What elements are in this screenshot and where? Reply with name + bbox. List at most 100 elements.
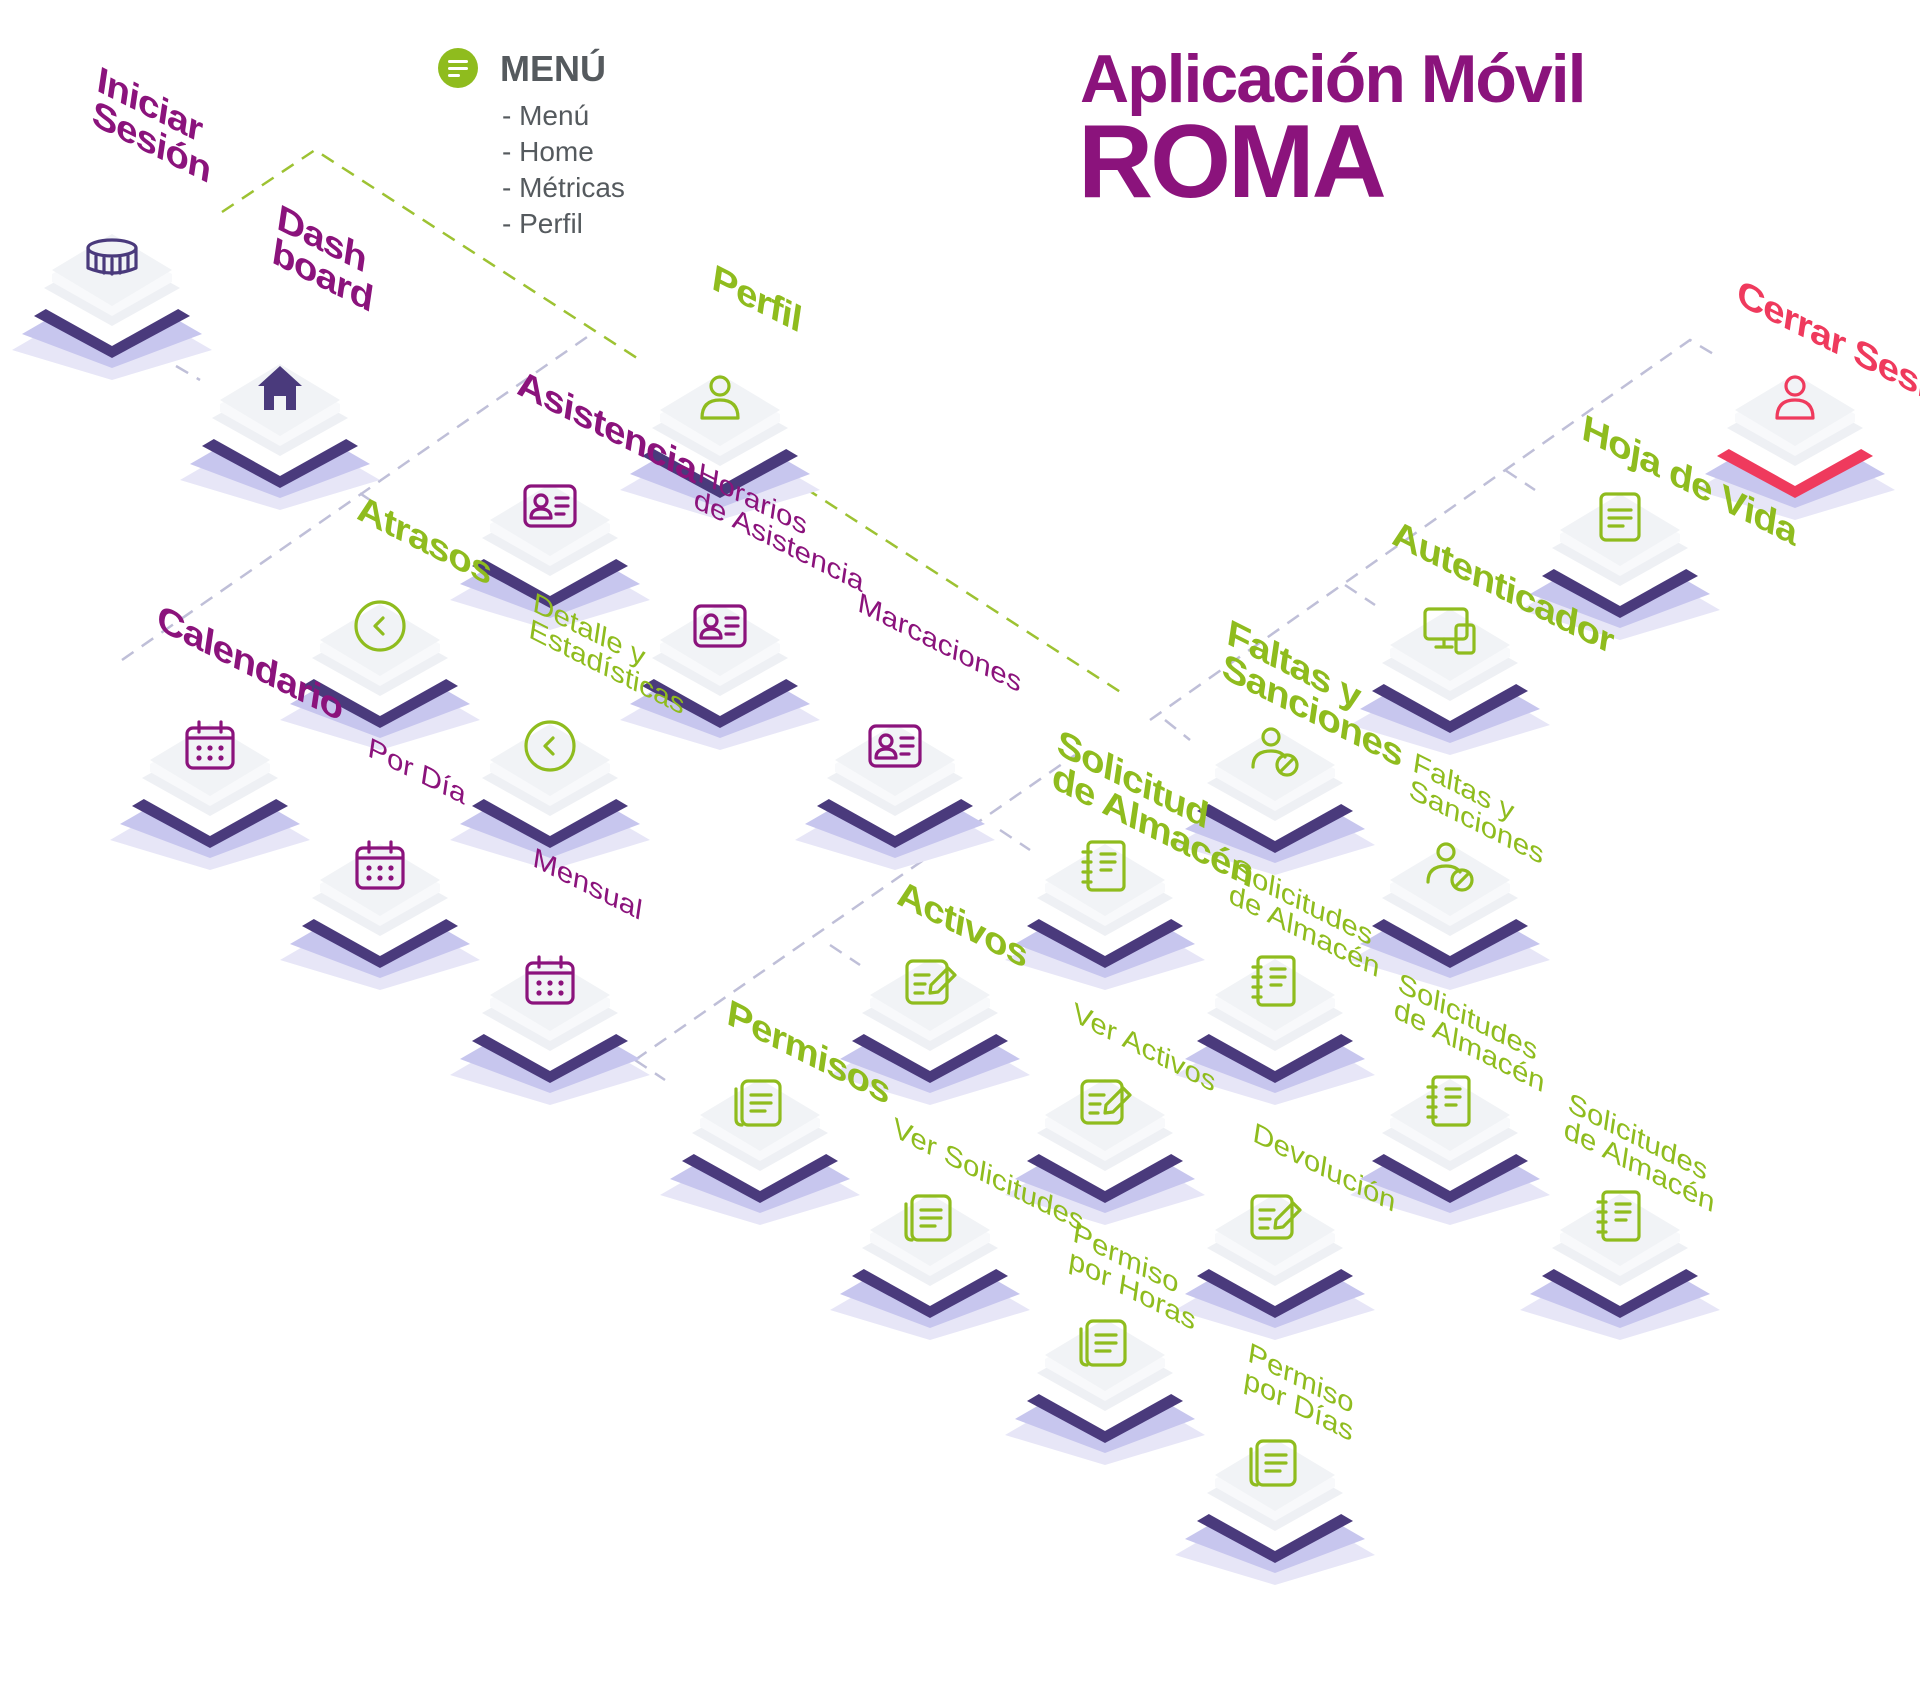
node-autenticador bbox=[1350, 605, 1550, 765]
node-tile bbox=[450, 480, 650, 635]
link-activos bbox=[829, 943, 861, 967]
perfil-path-line bbox=[784, 473, 1126, 697]
node-ver-activos bbox=[1005, 1075, 1205, 1235]
chevron-left-circle-icon bbox=[352, 598, 408, 654]
devices-icon bbox=[1422, 603, 1478, 659]
link-solicitud-sub bbox=[999, 828, 1031, 852]
node-tile bbox=[450, 720, 650, 875]
node-permiso-dias bbox=[1175, 1435, 1375, 1595]
node-tile bbox=[180, 360, 380, 515]
node-tile bbox=[1350, 1075, 1550, 1230]
link-hoja-vida bbox=[1504, 468, 1536, 492]
node-tile bbox=[1175, 955, 1375, 1110]
node-faltas-sanciones bbox=[1175, 725, 1375, 885]
link-autenticador bbox=[1344, 583, 1376, 607]
id-card-icon bbox=[867, 718, 923, 774]
menu-item-list: - Menú - Home - Métricas - Perfil bbox=[502, 98, 625, 242]
node-atrasos bbox=[280, 600, 480, 760]
node-calendario bbox=[110, 720, 310, 880]
app-title-line2: ROMA bbox=[1078, 104, 1387, 220]
document-icon bbox=[1592, 488, 1648, 544]
link-perfil-subtree bbox=[1149, 338, 1716, 722]
link-faltas bbox=[1164, 719, 1191, 741]
node-tile bbox=[280, 600, 480, 755]
user-icon bbox=[692, 368, 748, 424]
clipboard-icon bbox=[1077, 1313, 1133, 1369]
id-card-icon bbox=[522, 478, 578, 534]
node-por-dia bbox=[280, 840, 480, 1000]
menu-path-line bbox=[221, 148, 641, 362]
node-marcaciones bbox=[795, 720, 995, 880]
colosseum-icon bbox=[84, 228, 140, 284]
menu-item: - Menú bbox=[502, 100, 590, 131]
node-tile bbox=[1005, 840, 1205, 995]
node-permisos bbox=[660, 1075, 860, 1235]
node-tile bbox=[12, 230, 212, 385]
menu-heading: MENÚ bbox=[500, 48, 606, 89]
clipboard-icon bbox=[1247, 1433, 1303, 1489]
node-devolucion bbox=[1175, 1190, 1375, 1350]
node-tile bbox=[1695, 370, 1895, 525]
menu-item: - Perfil bbox=[502, 208, 583, 239]
node-tile bbox=[620, 370, 820, 525]
notebook-icon bbox=[1422, 1073, 1478, 1129]
node-ver-solicitudes bbox=[830, 1190, 1030, 1350]
calendar-icon bbox=[352, 838, 408, 894]
notebook-icon bbox=[1247, 953, 1303, 1009]
node-horarios-asistencia bbox=[620, 600, 820, 760]
node-solicitudes-almacen-3 bbox=[1520, 1190, 1720, 1350]
node-tile bbox=[795, 720, 995, 875]
link-permisos bbox=[634, 1058, 666, 1082]
node-tile bbox=[280, 840, 480, 995]
edit-icon bbox=[1077, 1073, 1133, 1129]
node-tile bbox=[1350, 605, 1550, 760]
link-solicitud bbox=[634, 753, 1076, 1062]
clipboard-icon bbox=[902, 1188, 958, 1244]
menu-item: - Home bbox=[502, 136, 594, 167]
notebook-icon bbox=[1592, 1188, 1648, 1244]
node-tile bbox=[1350, 840, 1550, 995]
node-tile bbox=[1175, 725, 1375, 880]
node-permiso-horas bbox=[1005, 1315, 1205, 1475]
node-mensual bbox=[450, 955, 650, 1115]
user-block-icon bbox=[1422, 838, 1478, 894]
node-faltas-sanciones-sub bbox=[1350, 840, 1550, 1000]
edit-icon bbox=[902, 953, 958, 1009]
node-solicitudes-almacen-2 bbox=[1350, 1075, 1550, 1235]
notebook-icon bbox=[1077, 838, 1133, 894]
node-dashboard bbox=[180, 360, 380, 520]
node-tile bbox=[620, 600, 820, 755]
menu-lines-icon bbox=[438, 48, 478, 88]
node-tile bbox=[1175, 1190, 1375, 1345]
node-iniciar-sesion bbox=[12, 230, 212, 390]
chevron-left-circle-icon bbox=[522, 718, 578, 774]
link-login-dashboard bbox=[175, 364, 201, 382]
node-perfil bbox=[620, 370, 820, 530]
node-tile bbox=[830, 955, 1030, 1110]
node-tile bbox=[1005, 1315, 1205, 1470]
node-activos bbox=[830, 955, 1030, 1115]
user-block-icon bbox=[1247, 723, 1303, 779]
node-tile bbox=[1175, 1435, 1375, 1590]
node-asistencia bbox=[450, 480, 650, 640]
node-tile bbox=[110, 720, 310, 875]
node-cerrar-sesion bbox=[1695, 370, 1895, 530]
node-tile bbox=[1520, 1190, 1720, 1345]
home-icon bbox=[252, 358, 308, 414]
calendar-icon bbox=[182, 718, 238, 774]
node-tile bbox=[1520, 490, 1720, 645]
node-detalle-estadisticas bbox=[450, 720, 650, 880]
user-icon bbox=[1767, 368, 1823, 424]
calendar-icon bbox=[522, 953, 578, 1009]
clipboard-icon bbox=[732, 1073, 788, 1129]
menu-item: - Métricas bbox=[502, 172, 625, 203]
node-tile bbox=[830, 1190, 1030, 1345]
edit-icon bbox=[1247, 1188, 1303, 1244]
node-tile bbox=[450, 955, 650, 1110]
node-solicitud-almacen bbox=[1005, 840, 1205, 1000]
app-title-line1: Aplicación Móvil bbox=[1080, 41, 1587, 117]
node-hoja-de-vida bbox=[1520, 490, 1720, 650]
node-solicitudes-almacen-1 bbox=[1175, 955, 1375, 1115]
node-tile bbox=[660, 1075, 860, 1230]
